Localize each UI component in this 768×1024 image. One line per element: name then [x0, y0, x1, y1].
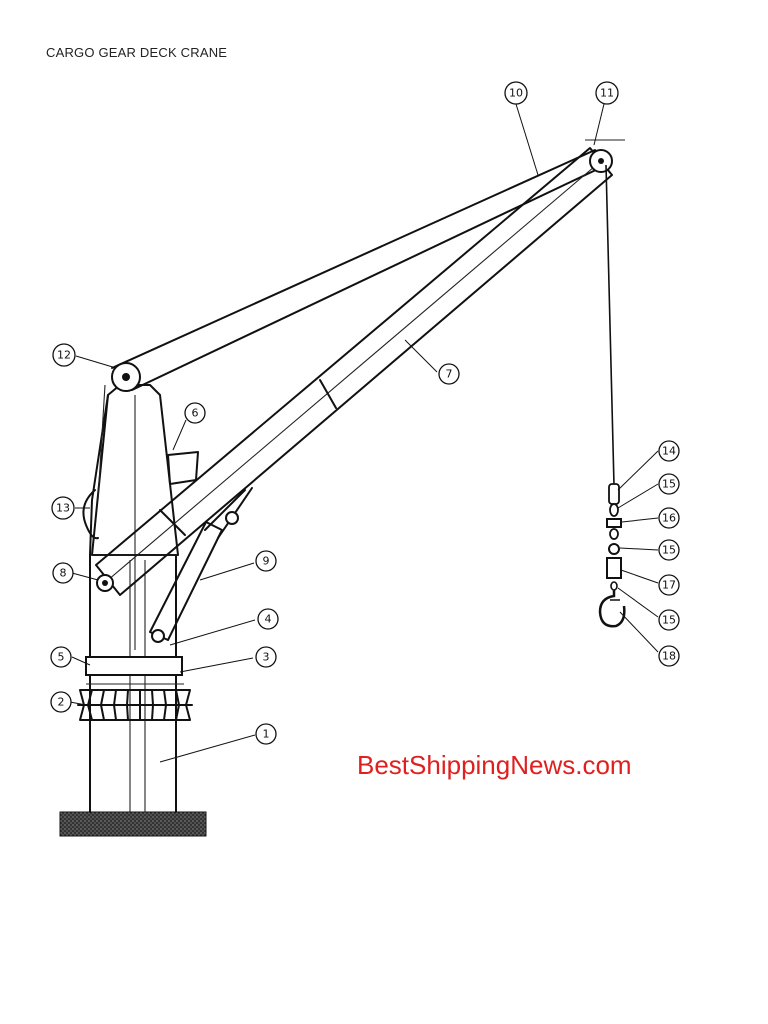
boom-tip-sheave — [585, 139, 625, 173]
svg-text:18: 18 — [662, 650, 676, 663]
callout-11: 11 — [595, 81, 619, 105]
callout-6: 6 — [184, 402, 206, 424]
callout-12: 12 — [52, 343, 76, 367]
callout-2: 2 — [50, 691, 72, 713]
svg-text:3: 3 — [263, 651, 270, 664]
slewing-ring — [77, 683, 193, 721]
callout-16: 16 — [658, 507, 680, 529]
document-title: CARGO GEAR DECK CRANE — [46, 45, 228, 60]
svg-text:9: 9 — [263, 555, 270, 568]
hook-assembly — [598, 483, 626, 628]
svg-text:17: 17 — [662, 579, 676, 592]
svg-text:10: 10 — [509, 87, 523, 100]
callout-9: 9 — [255, 550, 277, 572]
crane-housing — [89, 384, 179, 650]
callout-14: 14 — [658, 440, 680, 462]
callout-8: 8 — [52, 562, 74, 584]
deck-foundation — [59, 811, 207, 837]
callout-leaders — [69, 103, 659, 763]
operator-cab — [167, 451, 199, 485]
callout-5: 5 — [50, 646, 72, 668]
svg-text:5: 5 — [58, 651, 65, 664]
svg-text:14: 14 — [662, 445, 676, 458]
svg-text:15: 15 — [662, 478, 676, 491]
svg-text:13: 13 — [56, 502, 70, 515]
callout-3: 3 — [255, 646, 277, 668]
callout-18: 18 — [658, 645, 680, 667]
callout-15c: 15 — [658, 609, 680, 631]
callout-7: 7 — [438, 363, 460, 385]
svg-text:12: 12 — [57, 349, 71, 362]
svg-text:6: 6 — [192, 407, 199, 420]
watermark-text: BestShippingNews.com — [357, 750, 632, 780]
svg-text:4: 4 — [265, 613, 272, 626]
pedestal-band — [85, 656, 183, 676]
svg-text:16: 16 — [662, 512, 676, 525]
svg-text:11: 11 — [600, 87, 614, 100]
luffing-cylinder — [149, 487, 253, 643]
svg-text:15: 15 — [662, 544, 676, 557]
boom — [95, 147, 613, 596]
hoist-wire — [605, 164, 615, 486]
callout-15b: 15 — [658, 539, 680, 561]
callout-1: 1 — [255, 723, 277, 745]
callout-10: 10 — [504, 81, 528, 105]
hoist-motor — [82, 489, 99, 540]
callout-15a: 15 — [658, 473, 680, 495]
svg-text:15: 15 — [662, 614, 676, 627]
top-sheave — [111, 362, 141, 392]
svg-text:7: 7 — [446, 368, 453, 381]
svg-text:1: 1 — [263, 728, 270, 741]
callout-13: 13 — [51, 496, 75, 520]
boom-heel-pin — [96, 574, 114, 592]
svg-text:2: 2 — [58, 696, 65, 709]
callout-17: 17 — [658, 574, 680, 596]
svg-text:8: 8 — [60, 567, 67, 580]
callout-4: 4 — [257, 608, 279, 630]
